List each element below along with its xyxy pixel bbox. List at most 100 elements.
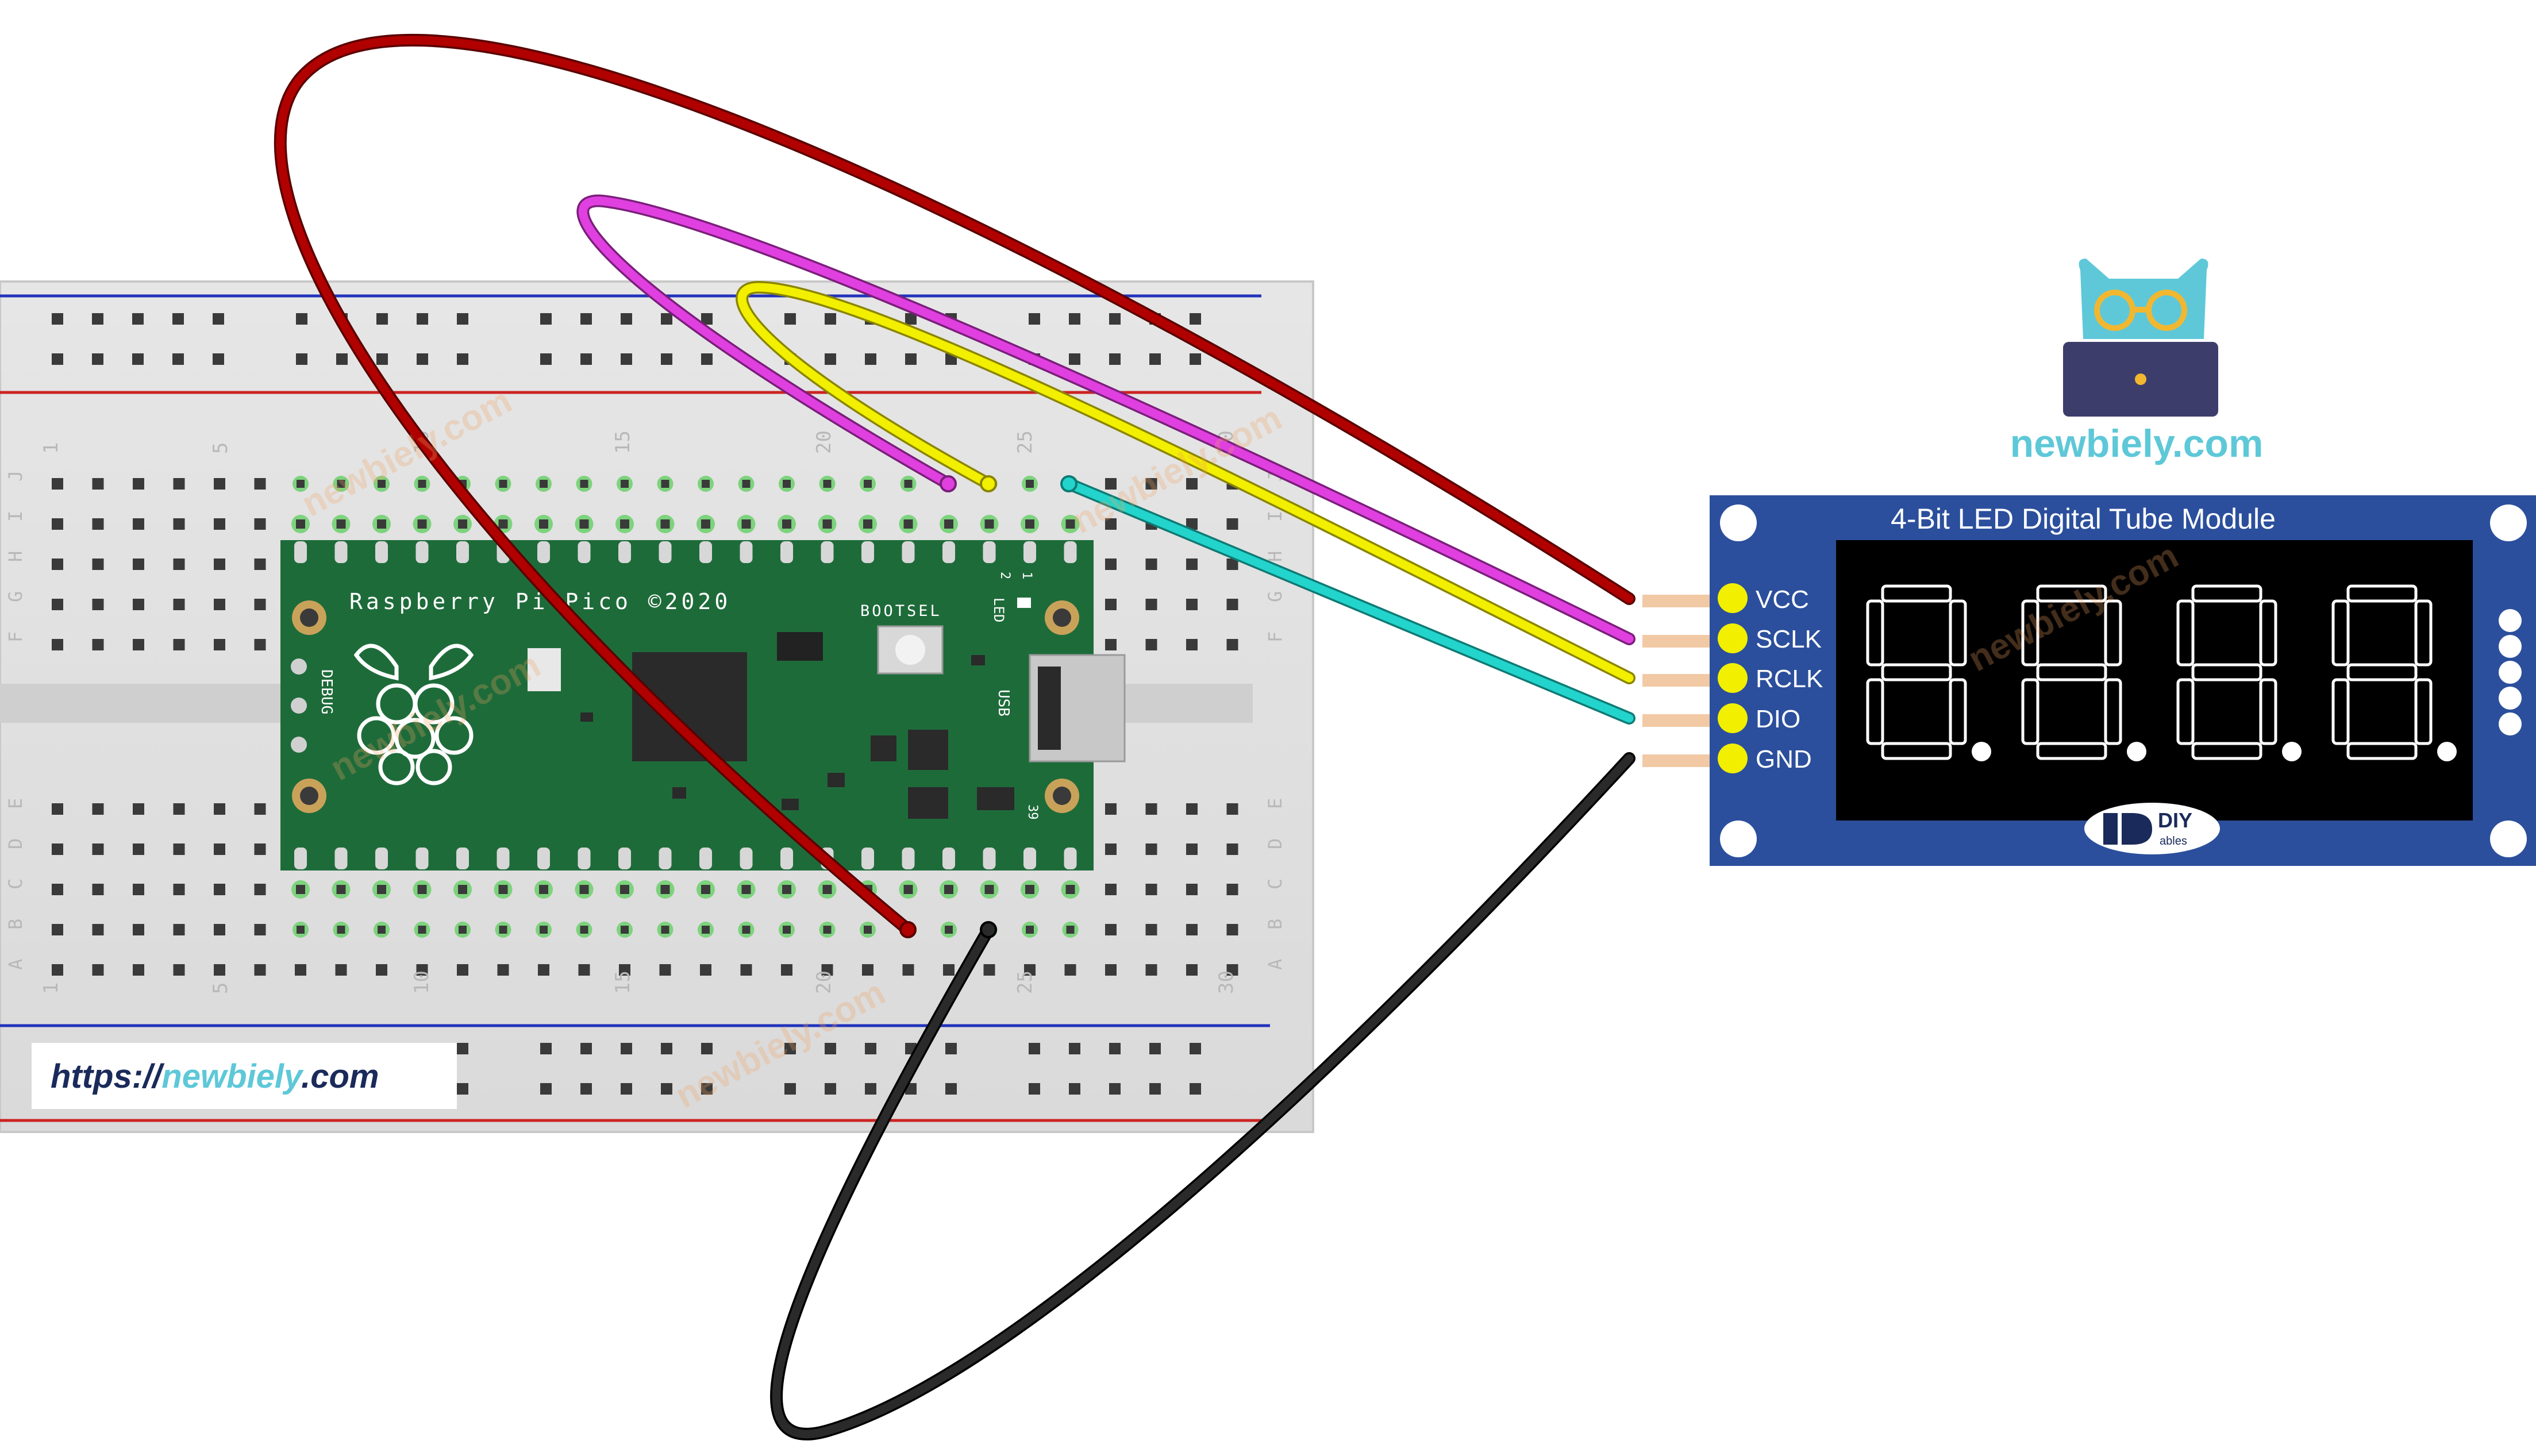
pin-label-vcc: VCC [1756,586,1809,614]
occupied-hole-center [702,480,710,488]
terminal-hole [1186,924,1198,935]
occupied-hole-center [621,926,629,934]
wires [274,33,1635,1440]
pico-pin [701,519,710,529]
pico-pin [620,519,629,529]
pico-castellation [415,848,429,869]
terminal-hole [740,964,752,976]
rail-hole [1109,1083,1121,1095]
row-letter: H [1264,551,1286,562]
rail-hole [701,353,713,365]
terminal-hole [133,924,144,935]
brand-name: newbiely.com [2010,422,2264,465]
pico-castellation [983,541,996,563]
debug-pin [291,698,307,714]
occupied-hole-center [418,926,426,934]
pico-castellation [780,541,793,563]
row-letter: D [1264,838,1286,849]
rail-hole [417,313,428,325]
terminal-hole [1145,843,1157,855]
terminal-hole [214,478,225,490]
url-link[interactable]: https://newbiely.com [51,1058,379,1095]
terminal-hole [1226,518,1238,530]
digit-segment [2331,678,2350,745]
terminal-hole [943,964,955,976]
pico-castellation [618,541,631,563]
rail-hole [825,353,836,365]
pico-pin [296,519,305,529]
terminal-hole [497,964,509,976]
terminal-hole [214,803,225,815]
pico-pin [701,885,710,894]
rail-hole [701,313,713,325]
terminal-hole [173,558,185,570]
occupied-hole-center [580,480,588,488]
terminal-hole [1105,518,1117,530]
pico-castellation [902,848,915,869]
occupied-hole-center [661,480,669,488]
terminal-hole [133,964,144,976]
pico-castellation [659,848,672,869]
pin-label-dio: DIO [1756,705,1800,733]
terminal-hole [92,478,104,490]
digit [1866,584,1991,761]
mounting-hole-icon [1720,504,1757,541]
terminal-hole [52,478,63,490]
pico-castellation [497,848,510,869]
digit-segment [2176,599,2195,667]
occupied-hole-center [904,480,913,488]
terminal-hole [92,803,104,815]
terminal-hole [173,843,185,855]
rail-hole [865,1083,876,1095]
rail-hole [336,353,348,365]
row-letter: C [1264,879,1286,889]
rail-hole [580,1043,592,1054]
mounting-hole-center [300,608,318,627]
pin-number-label: 1 [1019,572,1034,579]
pico-pin [417,519,427,529]
terminal-hole [254,803,266,815]
terminal-hole [1186,964,1198,976]
rail-hole [701,1043,713,1054]
rail-hole [540,1083,552,1095]
decimal-point [2282,742,2302,761]
pico-pin [498,519,508,529]
pin-pad [1718,663,1748,693]
terminal-hole [1105,639,1117,650]
terminal-hole [133,639,144,650]
pico-castellation [1064,541,1077,563]
pico-castellation [375,541,388,563]
rail-hole [1069,1043,1080,1054]
rail-hole [784,1043,796,1054]
digit-segment [2191,584,2262,603]
digit-segment [2036,663,2107,681]
column-number-bottom: 1 [40,983,63,994]
pico-pin [903,885,913,894]
digit-segment [2036,584,2107,603]
bootsel-button-cap[interactable] [895,635,925,665]
pico-pin [984,519,994,529]
terminal-hole [538,964,549,976]
rail-hole [1109,353,1121,365]
terminal-hole [1145,964,1157,976]
rail-hole [132,313,144,325]
row-letter: E [5,798,26,809]
rail-hole [661,1043,672,1054]
pico-pin [1025,519,1034,529]
occupied-hole-center [823,926,832,934]
digit-segment [2021,678,2039,745]
terminal-hole [214,924,225,935]
row-letter: G [1264,591,1286,602]
terminal-hole [254,558,266,570]
terminal-hole [92,884,104,895]
row-letter: B [5,919,26,930]
terminal-hole [52,884,63,895]
smd-components [580,655,1014,819]
pico-pin [539,519,548,529]
digit-segment [2331,599,2350,667]
row-letter: G [5,591,26,602]
debug-pin [291,658,307,675]
debug-label: DEBUG [318,669,335,714]
terminal-hole [92,639,104,650]
terminal-hole [821,964,833,976]
